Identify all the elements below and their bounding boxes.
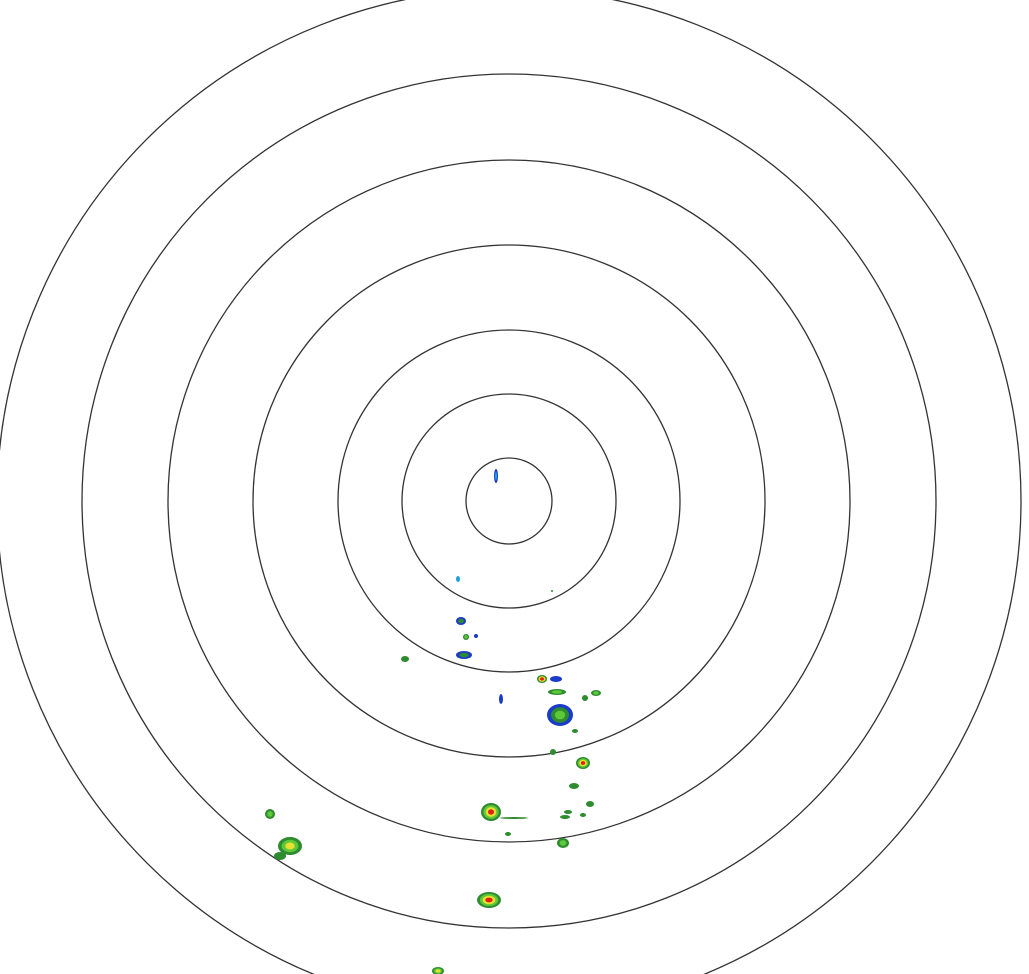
- range-ring: [465, 457, 553, 545]
- echo-cell: [499, 694, 503, 704]
- echo-cell: [463, 634, 469, 640]
- echo-cell: [537, 675, 547, 683]
- echo-cell: [265, 809, 275, 819]
- echo-cell: [586, 801, 594, 807]
- echo-cell: [550, 676, 562, 682]
- echo-cell: [494, 469, 498, 483]
- precipitation-echoes: [265, 469, 601, 974]
- range-ring: [167, 159, 851, 843]
- echo-cell: [591, 690, 601, 696]
- echo-cell: [572, 729, 578, 733]
- echo-cell: [548, 689, 566, 695]
- echo-cell: [474, 634, 478, 638]
- echo-cell: [278, 837, 302, 855]
- echo-cell: [560, 815, 570, 819]
- echo-cell: [582, 695, 588, 701]
- range-ring: [81, 73, 937, 929]
- echo-cell: [401, 656, 409, 662]
- range-ring: [252, 244, 766, 758]
- echo-cell: [477, 892, 501, 908]
- echo-cell: [432, 967, 444, 974]
- echo-cell: [557, 838, 569, 848]
- echo-cell: [576, 757, 590, 769]
- echo-cell: [564, 810, 572, 814]
- echo-cell: [569, 783, 579, 789]
- echo-cell: [481, 803, 501, 821]
- echo-cell: [505, 832, 511, 836]
- echo-cell: [551, 590, 553, 592]
- echo-cell: [456, 617, 466, 625]
- echo-cell: [547, 704, 573, 726]
- echo-cell: [456, 651, 472, 659]
- echo-cell: [550, 749, 556, 755]
- echo-cell: [456, 576, 460, 582]
- range-ring: [337, 329, 681, 673]
- echo-cell: [274, 852, 286, 860]
- echo-cell: [580, 813, 586, 817]
- echo-cell: [500, 817, 528, 819]
- range-ring: [401, 393, 617, 609]
